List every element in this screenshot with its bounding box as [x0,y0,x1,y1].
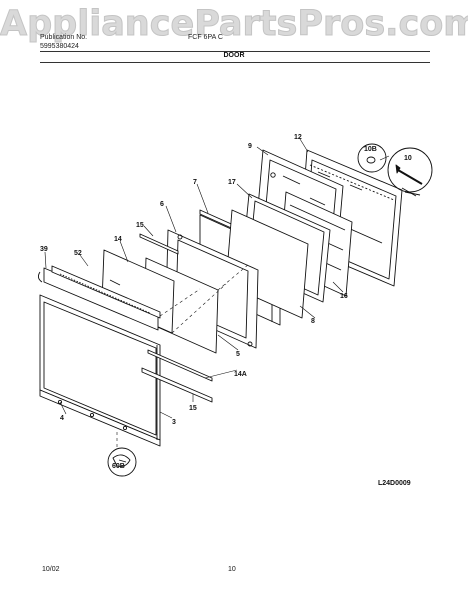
footer-date: 10/02 [42,566,60,573]
part-15-upper-trim [139,233,179,255]
publication-number: 5995380424 [40,43,79,50]
part-52-39-door-handle [37,265,161,331]
callout-7: 7 [193,179,197,186]
callout-8: 8 [311,318,315,325]
callout-3: 3 [172,419,176,426]
watermark-text: AppliancePartsPros.com [0,4,468,45]
callout-52: 52 [74,250,82,257]
callout-14a: 14A [234,371,247,378]
callout-15-upper: 15 [136,222,144,229]
part-60b-screw-detail [107,447,137,477]
part-10-screw-detail [357,143,433,197]
model-number: FCF 6PA C [188,34,223,41]
callout-4: 4 [60,415,64,422]
title-rule [40,62,430,63]
callout-labels: 12 9 17 7 6 15 14 39 52 16 8 5 14A 15 3 … [40,134,412,470]
callout-16: 16 [340,293,348,300]
part-4-outer-door-panel [39,294,161,447]
callout-14: 14 [114,236,122,243]
drawing-reference: L24D0009 [378,480,411,487]
callout-9: 9 [248,143,252,150]
part-14a-lower-strip [147,349,213,382]
callout-17: 17 [228,179,236,186]
callout-15-lower: 15 [189,405,197,412]
callout-60b: 60B [112,463,125,470]
callout-10: 10 [404,155,412,162]
header-rule [40,51,430,52]
callout-6: 6 [160,201,164,208]
callout-10b: 10B [364,146,377,153]
callout-leaders [44,138,390,419]
callout-39: 39 [40,246,48,253]
part-15-lower-trim [141,367,213,403]
section-title: DOOR [223,52,245,59]
alignment-lines [116,263,250,448]
callout-12: 12 [294,134,302,141]
publication-label: Publication No. [40,34,88,41]
callout-5: 5 [236,351,240,358]
footer-page-number: 10 [228,566,236,573]
